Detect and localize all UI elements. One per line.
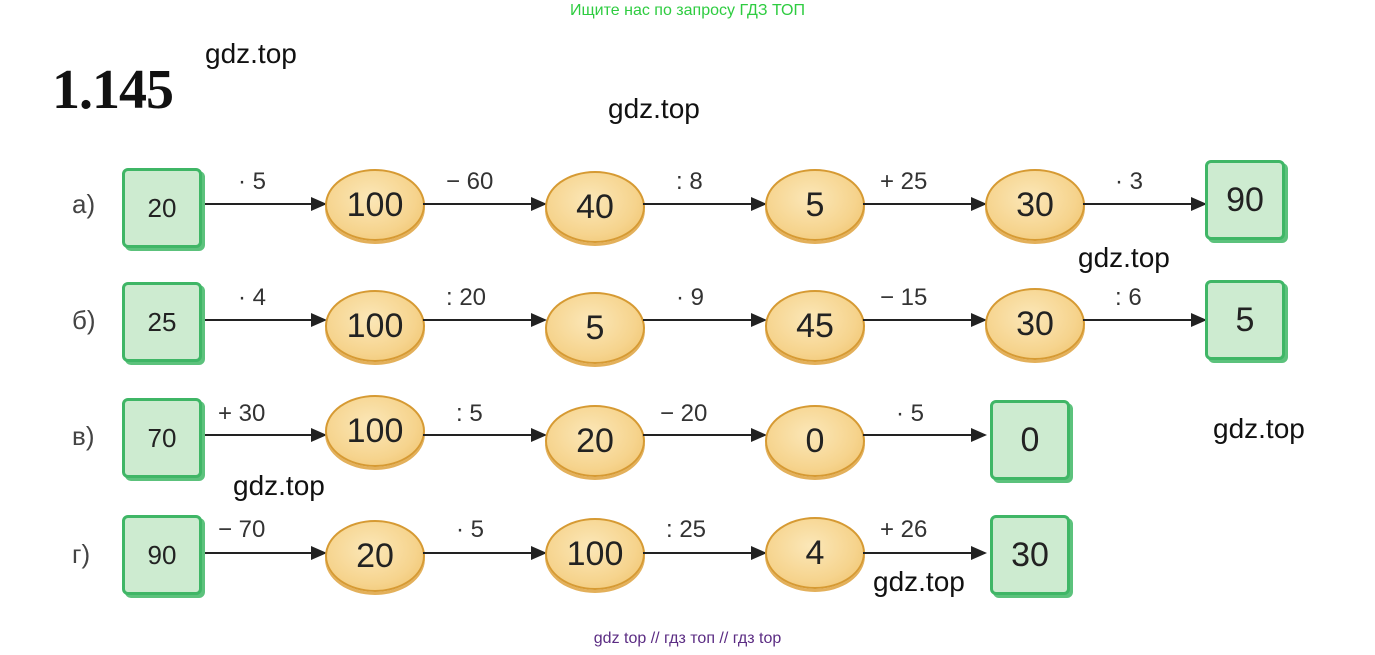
operation-label: : 5 xyxy=(456,400,483,427)
operation-label: : 20 xyxy=(446,284,487,311)
intermediate-oval: 100 xyxy=(325,395,425,467)
intermediate-oval: 100 xyxy=(325,169,425,241)
arrow xyxy=(205,313,327,327)
operation-label: · 5 xyxy=(238,168,267,195)
operation-label: − 20 xyxy=(660,400,708,427)
operation-label: · 4 xyxy=(238,284,267,311)
intermediate-oval: 30 xyxy=(985,288,1085,360)
arrow xyxy=(205,197,327,211)
operation-label: : 6 xyxy=(1115,284,1142,311)
watermark: gdz.top xyxy=(205,38,297,69)
intermediate-oval: 20 xyxy=(325,520,425,592)
intermediate-oval: 20 xyxy=(545,405,645,477)
arrow xyxy=(863,197,987,211)
row-label: а) xyxy=(72,189,96,219)
arrow xyxy=(863,428,987,442)
arrow xyxy=(1083,313,1207,327)
operation-label: · 5 xyxy=(896,400,925,427)
intermediate-oval: 30 xyxy=(985,169,1085,241)
operation-label: · 3 xyxy=(1115,168,1144,195)
arrow xyxy=(205,428,327,442)
task-number: 1.145 xyxy=(52,59,174,121)
operation-label: − 60 xyxy=(446,168,494,195)
arrow xyxy=(643,546,767,560)
operation-label: + 26 xyxy=(880,516,928,543)
operation-label: : 25 xyxy=(666,516,707,543)
result-box: 5 xyxy=(1205,280,1285,360)
row-label: б) xyxy=(72,305,96,335)
watermark: gdz.top xyxy=(873,566,965,597)
intermediate-oval: 0 xyxy=(765,405,865,477)
arrow xyxy=(1083,197,1207,211)
watermark: gdz.top xyxy=(233,470,325,501)
footer-watermark: gdz top // гдз топ // гдз top xyxy=(593,630,782,647)
operation-label: · 5 xyxy=(456,516,485,543)
arrow xyxy=(423,428,547,442)
intermediate-oval: 100 xyxy=(325,290,425,362)
watermark: gdz.top xyxy=(608,93,700,124)
start-box: 70 xyxy=(122,398,202,478)
intermediate-oval: 100 xyxy=(545,518,645,590)
operation-label: + 30 xyxy=(218,400,266,427)
arrow xyxy=(863,546,987,560)
row-label: в) xyxy=(72,421,95,451)
operation-label: : 8 xyxy=(676,168,703,195)
result-box: 90 xyxy=(1205,160,1285,240)
start-box: 90 xyxy=(122,515,202,595)
watermark: gdz.top xyxy=(1213,413,1305,444)
arrow xyxy=(423,313,547,327)
operation-label: − 70 xyxy=(218,516,266,543)
operation-label: − 15 xyxy=(880,284,928,311)
arrow xyxy=(643,428,767,442)
intermediate-oval: 45 xyxy=(765,290,865,362)
intermediate-oval: 40 xyxy=(545,171,645,243)
intermediate-oval: 5 xyxy=(765,169,865,241)
row-label: г) xyxy=(72,539,91,569)
start-box: 25 xyxy=(122,282,202,362)
arrow xyxy=(863,313,987,327)
operation-label: · 9 xyxy=(676,284,705,311)
intermediate-oval: 4 xyxy=(765,517,865,589)
arrow xyxy=(423,546,547,560)
result-box: 0 xyxy=(990,400,1070,480)
result-box: 30 xyxy=(990,515,1070,595)
watermark: gdz.top xyxy=(1078,242,1170,273)
intermediate-oval: 5 xyxy=(545,292,645,364)
start-box: 20 xyxy=(122,168,202,248)
arrow xyxy=(643,197,767,211)
arrow xyxy=(205,546,327,560)
arrow xyxy=(423,197,547,211)
search-banner: Ищите нас по запросу ГДЗ ТОП xyxy=(570,2,805,19)
arrow xyxy=(643,313,767,327)
operation-label: + 25 xyxy=(880,168,928,195)
